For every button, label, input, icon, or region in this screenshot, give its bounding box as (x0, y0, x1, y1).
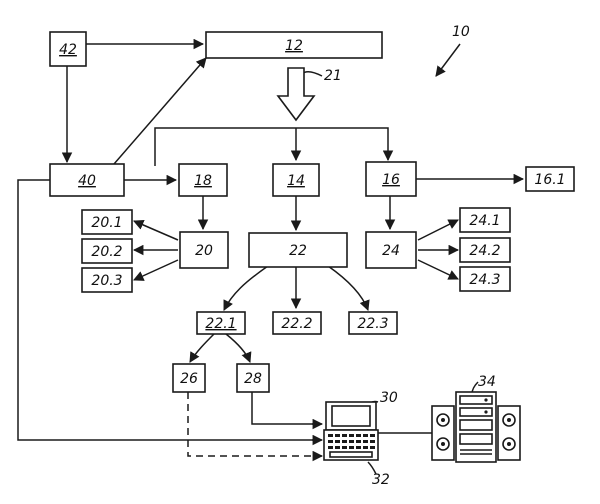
block-20-3-label: 20.3 (91, 273, 122, 289)
block-24-1: 24.1 (459, 207, 511, 233)
block-14-label: 14 (287, 173, 305, 189)
block-40-label: 40 (78, 173, 96, 189)
ref-21: 21 (324, 68, 342, 84)
ref-34: 34 (478, 374, 496, 390)
block-28: 28 (236, 363, 270, 393)
ref-32: 32 (372, 472, 390, 488)
block-26-label: 26 (180, 371, 198, 387)
block-28-label: 28 (244, 371, 262, 387)
block-20-3: 20.3 (81, 267, 133, 293)
block-12-label: 12 (285, 38, 303, 54)
block-22-2: 22.2 (272, 311, 322, 335)
block-20-1: 20.1 (81, 209, 133, 235)
block-16: 16 (365, 161, 417, 197)
block-42-label: 42 (59, 42, 77, 58)
block-22-3-label: 22.3 (357, 316, 388, 332)
block-18-label: 18 (194, 173, 212, 189)
block-24-1-label: 24.1 (469, 213, 500, 229)
block-24-3: 24.3 (459, 266, 511, 292)
block-42: 42 (49, 31, 87, 67)
block-20: 20 (179, 231, 229, 269)
block-22-1-label: 22.1 (205, 316, 236, 332)
block-22: 22 (248, 232, 348, 268)
block-16-1: 16.1 (525, 166, 575, 192)
connector-lines (17, 38, 525, 475)
block-26: 26 (172, 363, 206, 393)
block-16-label: 16 (382, 172, 400, 188)
block-22-1: 22.1 (196, 311, 246, 335)
block-24-2: 24.2 (459, 237, 511, 263)
block-20-2: 20.2 (81, 238, 133, 264)
ref-30: 30 (380, 390, 398, 406)
block-22-2-label: 22.2 (281, 316, 312, 332)
ref-10: 10 (452, 24, 470, 40)
block-22-3: 22.3 (348, 311, 398, 335)
block-16-1-label: 16.1 (534, 172, 565, 188)
block-14: 14 (272, 163, 320, 197)
block-24: 24 (365, 231, 417, 269)
block-12: 12 (205, 31, 383, 59)
block-20-1-label: 20.1 (91, 215, 122, 231)
stereo-system-icon (431, 391, 521, 463)
block-22-label: 22 (289, 243, 307, 259)
input-arrow-21 (276, 67, 316, 122)
block-24-2-label: 24.2 (469, 243, 500, 259)
block-20-2-label: 20.2 (91, 244, 122, 260)
block-24-3-label: 24.3 (469, 272, 500, 288)
block-40: 40 (49, 163, 125, 197)
computer-terminal-icon (323, 401, 379, 461)
block-24-label: 24 (382, 243, 400, 259)
block-20-label: 20 (195, 243, 213, 259)
block-18: 18 (178, 163, 228, 197)
